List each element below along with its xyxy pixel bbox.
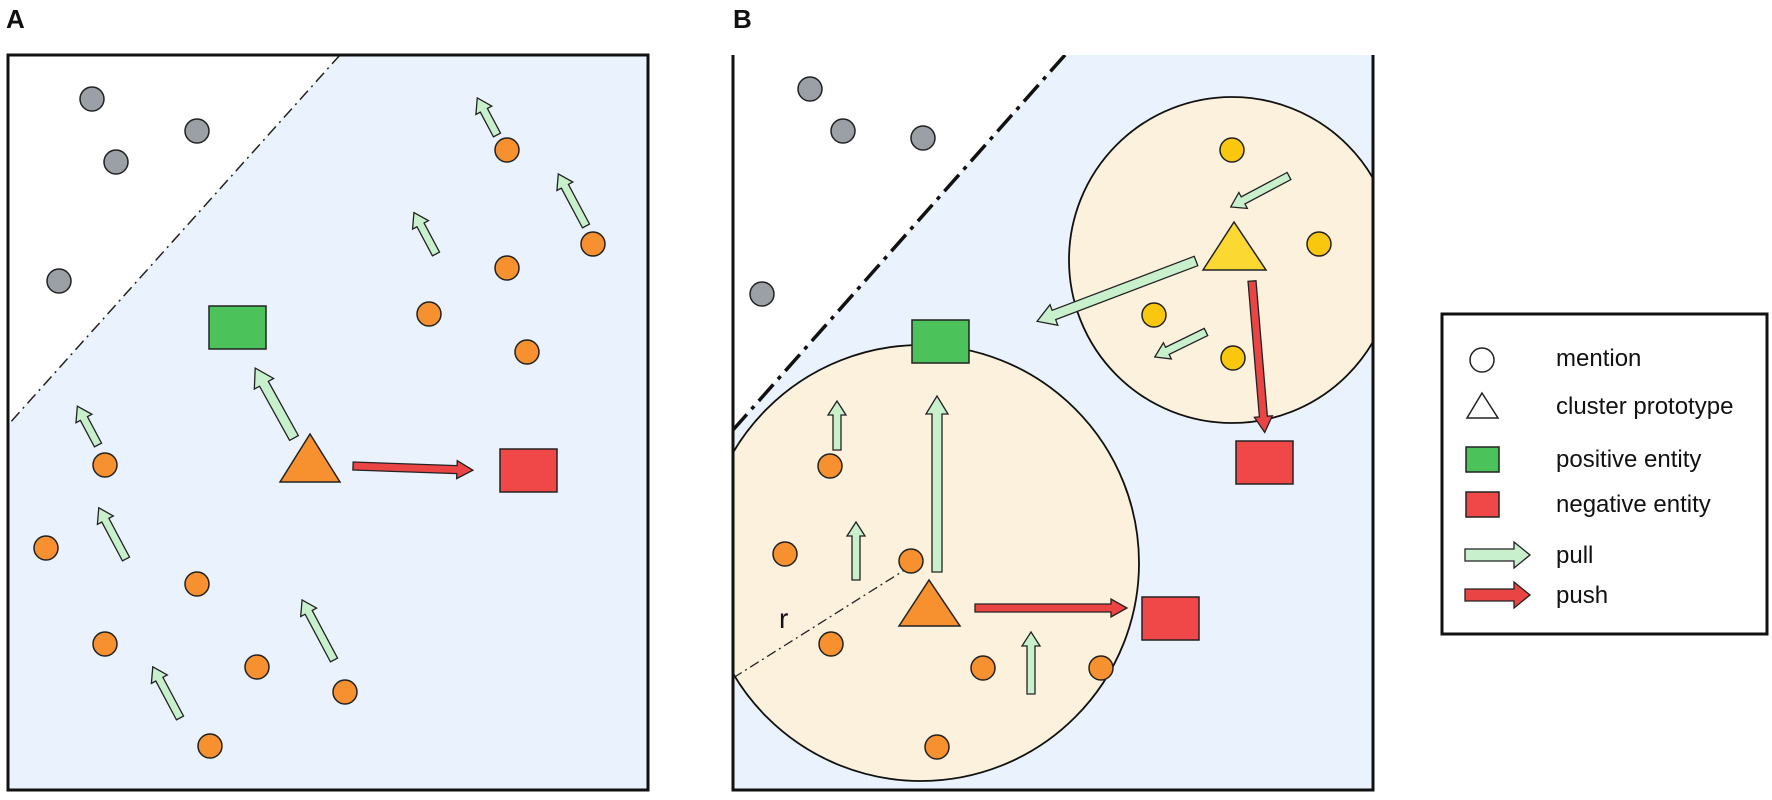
mention-orange	[970, 655, 996, 681]
mention-orange	[33, 535, 59, 561]
panel-b-boundary-line	[733, 55, 1067, 432]
panel-a-frame	[6, 53, 650, 792]
mention-orange	[772, 541, 798, 567]
mention-orange	[818, 631, 844, 657]
positive-entity	[911, 319, 970, 364]
negative-entity	[1141, 596, 1200, 641]
legend-label-cluster-prototype: cluster prototype	[1556, 393, 1733, 420]
pull-arrow	[1020, 630, 1042, 695]
mention-gray	[46, 268, 72, 294]
pull-arrow	[96, 506, 131, 562]
pull-arrow	[1153, 327, 1209, 360]
mention-yellow	[1220, 345, 1246, 371]
mention-orange	[494, 137, 520, 163]
mention-gray	[830, 118, 856, 144]
mention-orange	[1088, 655, 1114, 681]
legend-label-positive-entity: positive entity	[1556, 446, 1701, 473]
panel-a-boundary-line	[8, 55, 341, 426]
negative-entity	[1235, 440, 1294, 485]
mention-orange	[197, 733, 223, 759]
mention-orange	[898, 548, 924, 574]
pull-arrow	[826, 399, 848, 451]
radius-line	[733, 565, 912, 679]
mention-orange	[416, 301, 442, 327]
legend-push-arrow-icon	[1464, 580, 1532, 610]
mention-orange	[332, 679, 358, 705]
legend-positive-icon	[1465, 446, 1500, 473]
mention-orange	[184, 571, 210, 597]
radius-label: r	[779, 603, 788, 634]
mention-gray	[797, 76, 823, 102]
pull-arrow-prototype	[924, 394, 950, 573]
pull-arrow	[556, 172, 591, 229]
mention-orange	[924, 734, 950, 760]
panel-b-label: B	[733, 4, 752, 34]
mention-yellow	[1219, 137, 1245, 163]
pull-arrow	[150, 665, 185, 721]
mention-gray	[103, 149, 129, 175]
pull-arrow	[75, 405, 103, 448]
legend-label-mention: mention	[1556, 345, 1641, 372]
mention-orange	[514, 339, 540, 365]
legend: mention cluster prototype positive entit…	[1440, 312, 1769, 636]
legend-label-push: push	[1556, 582, 1608, 609]
mention-gray	[910, 125, 936, 151]
positive-entity	[208, 305, 267, 350]
mention-yellow	[1141, 302, 1167, 328]
legend-negative-icon	[1465, 491, 1500, 518]
pull-arrow-prototype	[253, 366, 300, 442]
legend-label-negative-entity: negative entity	[1556, 491, 1711, 518]
mention-yellow	[1306, 231, 1332, 257]
pull-arrow	[299, 598, 339, 663]
legend-triangle-icon	[1465, 391, 1500, 419]
cluster-prototype	[278, 432, 342, 483]
cluster-prototype-orange	[897, 578, 962, 627]
pull-arrow	[475, 96, 502, 138]
legend-mention-icon	[1469, 347, 1495, 373]
mention-orange	[92, 452, 118, 478]
mention-gray	[184, 118, 210, 144]
mention-orange	[244, 654, 270, 680]
panel-a-label: A	[6, 4, 25, 34]
push-arrow-prototype	[352, 459, 475, 480]
pull-arrow	[1229, 171, 1292, 210]
mention-orange	[494, 255, 520, 281]
mention-gray	[79, 86, 105, 112]
legend-label-pull: pull	[1556, 542, 1593, 569]
panel-b: r	[731, 55, 1375, 792]
mention-orange	[92, 631, 118, 657]
negative-entity	[499, 448, 558, 493]
push-arrow-prototype	[1247, 279, 1274, 434]
push-arrow-prototype	[974, 597, 1129, 619]
legend-pull-arrow-icon	[1464, 540, 1532, 570]
pull-arrow	[845, 520, 867, 581]
panel-b-frame	[731, 55, 1375, 792]
mention-gray	[749, 281, 775, 307]
pull-arrow-prototype	[1035, 255, 1199, 327]
panel-a	[6, 53, 650, 792]
legend-frame	[1440, 312, 1769, 636]
pull-arrow	[411, 211, 441, 257]
mention-orange	[817, 453, 843, 479]
cluster-prototype-yellow	[1201, 220, 1268, 271]
mention-orange	[580, 231, 606, 257]
